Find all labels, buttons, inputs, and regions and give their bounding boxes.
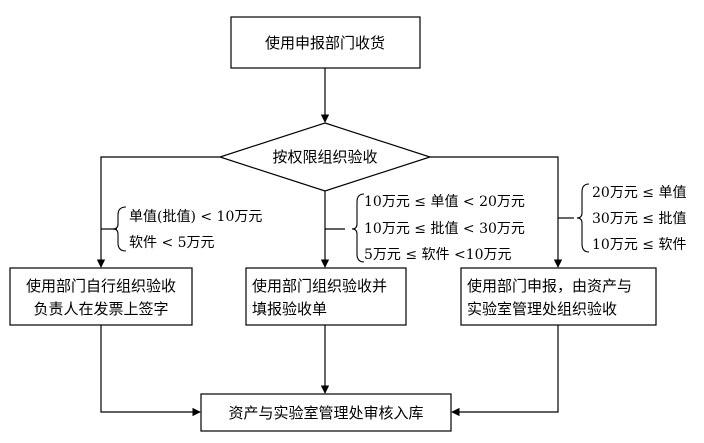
mid-box-line-1: 使用部门组织验收并 — [252, 277, 387, 295]
mid-box-line-2: 填报验收单 — [252, 300, 327, 318]
brace-mid — [351, 193, 365, 263]
condition-left-1: 单值(批值) < 10万元 — [129, 209, 262, 225]
arrow-right-to-end — [451, 325, 559, 417]
mid-process-box — [245, 267, 407, 326]
condition-mid-2: 10万元 ≤ 批值 < 30万元 — [364, 221, 525, 237]
condition-mid-1: 10万元 ≤ 单值 < 20万元 — [364, 194, 525, 210]
start-box — [230, 16, 421, 69]
start-label: 使用申报部门收货 — [265, 34, 385, 52]
condition-right-2: 30万元 ≤ 批值 — [592, 211, 686, 227]
right-process-box — [460, 267, 657, 326]
arrow-to-left-box — [96, 156, 220, 268]
condition-right-1: 20万元 ≤ 单值 — [592, 185, 686, 201]
left-box-line-2: 负责人在发票上签字 — [33, 300, 168, 318]
arrow-to-right-box — [430, 156, 563, 268]
condition-left-2: 软件 < 5万元 — [129, 235, 215, 251]
decision-label: 按权限组织验收 — [272, 148, 377, 166]
right-box-line-2: 实验室管理处组织验收 — [467, 300, 617, 318]
condition-right-3: 10万元 ≤ 软件 — [592, 237, 686, 253]
end-box — [200, 393, 452, 432]
end-label: 资产与实验室管理处审核入库 — [228, 404, 423, 422]
brace-right — [576, 183, 590, 253]
left-box-line-1: 使用部门自行组织验收 — [26, 277, 176, 295]
brace-left — [112, 206, 127, 252]
arrow-left-to-end — [100, 325, 201, 417]
right-box-line-1: 使用部门申报，由资产与 — [467, 277, 632, 295]
left-process-box — [9, 267, 193, 326]
condition-mid-3: 5万元 ≤ 软件 <10万元 — [364, 247, 512, 263]
